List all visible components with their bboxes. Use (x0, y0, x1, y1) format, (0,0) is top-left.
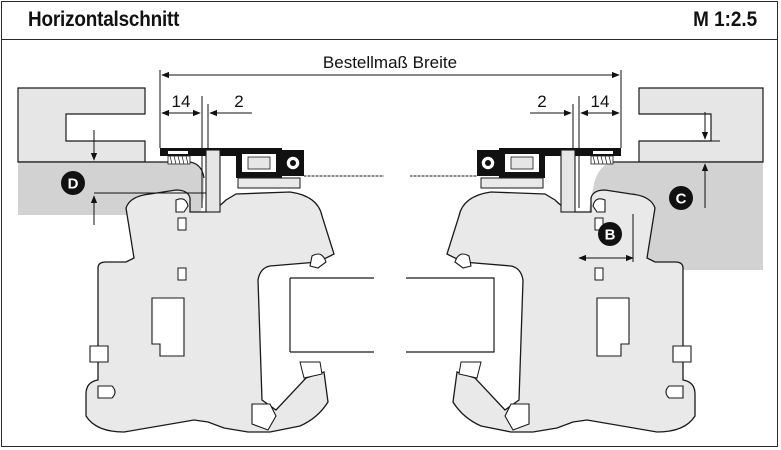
drawing-title: Horizontalschnitt (28, 8, 180, 31)
right-dim-2: 2 (537, 92, 546, 111)
marker-d-label: D (68, 176, 79, 193)
glass-pane (289, 277, 495, 353)
left-guide-rail (160, 148, 384, 213)
drawing-scale: M 1:2.5 (692, 8, 757, 31)
marker-c-label: C (676, 191, 687, 208)
order-width-label: Bestellmaß Breite (323, 53, 457, 72)
right-guide-rail (410, 148, 621, 213)
marker-d: D (61, 171, 85, 195)
left-dim-14: 14 (172, 92, 191, 111)
header-bar: Horizontalschnitt M 1:2.5 (2, 2, 777, 40)
dimension-lines (90, 70, 720, 262)
marker-b: B (598, 222, 622, 246)
left-frame-profile (85, 189, 335, 433)
left-dim-2: 2 (234, 92, 243, 111)
marker-c: C (669, 186, 693, 210)
marker-b-label: B (605, 227, 616, 244)
right-dim-14: 14 (591, 92, 610, 111)
